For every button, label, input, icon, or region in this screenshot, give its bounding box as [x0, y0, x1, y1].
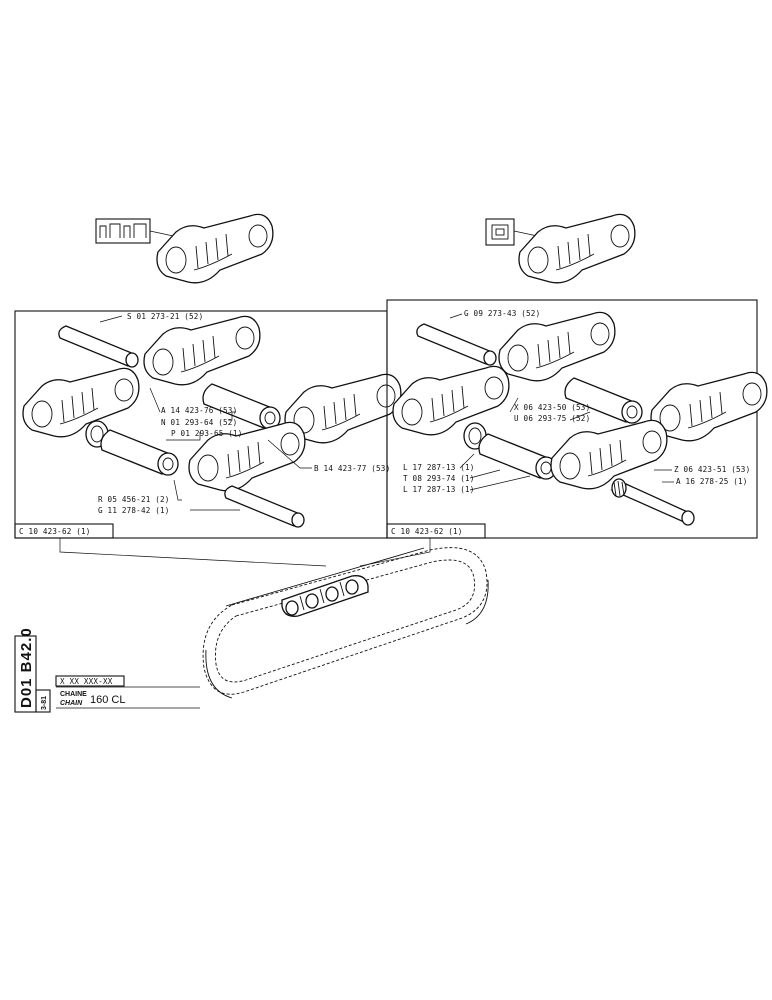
title-name-fr: CHAINE — [60, 691, 87, 698]
date-code: 3-81 — [41, 696, 48, 710]
right-link-right — [650, 371, 768, 442]
title-model: 160 CL — [90, 694, 125, 706]
right-panel-ref: C 10 423-62 (1) — [391, 527, 463, 536]
track-chain-loop — [202, 547, 489, 699]
right-link-left — [392, 365, 510, 436]
right-panel: C 10 423-62 (1) G 09 273-43 (52) X 06 42… — [386, 299, 768, 539]
title-block: X XX XXX-XX CHAINE CHAIN 160 CL — [55, 675, 200, 709]
title-name-en: CHAIN — [60, 700, 83, 707]
title-code: X XX XXX-XX — [60, 677, 113, 686]
chain-segment — [281, 575, 369, 617]
right-label-7: A 16 278-25 (1) — [676, 477, 748, 486]
right-link-center — [498, 311, 616, 382]
right-label-6: Z 06 423-51 (53) — [674, 465, 750, 474]
left-label-0: S 01 273-21 (52) — [127, 312, 203, 321]
left-pin-top — [58, 325, 139, 368]
left-label-2: N 01 293-64 (52) — [161, 418, 237, 427]
left-panel-ref: C 10 423-62 (1) — [19, 527, 91, 536]
left-panel: C 10 423-62 (1) S 01 273-21 (52) A 14 42… — [14, 310, 402, 539]
left-label-4: B 14 423-77 (53) — [314, 464, 390, 473]
page-code-block: D01 B42.0 3-81 — [14, 627, 51, 713]
right-pin-top — [416, 323, 497, 366]
left-pin-long — [224, 485, 305, 528]
page-code: D01 B42.0 — [18, 627, 35, 708]
left-label-5: R 05 456-21 (2) — [98, 495, 170, 504]
right-label-1: X 06 423-50 (53) — [514, 403, 590, 412]
right-link-lower — [550, 419, 668, 490]
left-label-3: P 01 293-65 (1) — [171, 429, 243, 438]
right-label-5: L 17 287-13 (1) — [403, 485, 475, 494]
connector-lines — [59, 538, 431, 567]
right-label-4: T 08 293-74 (1) — [403, 474, 475, 483]
left-label-1: A 14 423-76 (53) — [161, 406, 237, 415]
left-bushing-low — [100, 429, 179, 476]
left-link-left — [22, 367, 140, 438]
right-label-0: G 09 273-43 (52) — [464, 309, 540, 318]
single-link-right — [518, 213, 636, 284]
single-link-left — [156, 213, 274, 284]
left-link-center — [143, 315, 261, 386]
left-label-6: G 11 278-42 (1) — [98, 506, 170, 515]
right-label-3: L 17 287-13 (1) — [403, 463, 475, 472]
right-label-2: U 06 293-75 (52) — [514, 414, 590, 423]
